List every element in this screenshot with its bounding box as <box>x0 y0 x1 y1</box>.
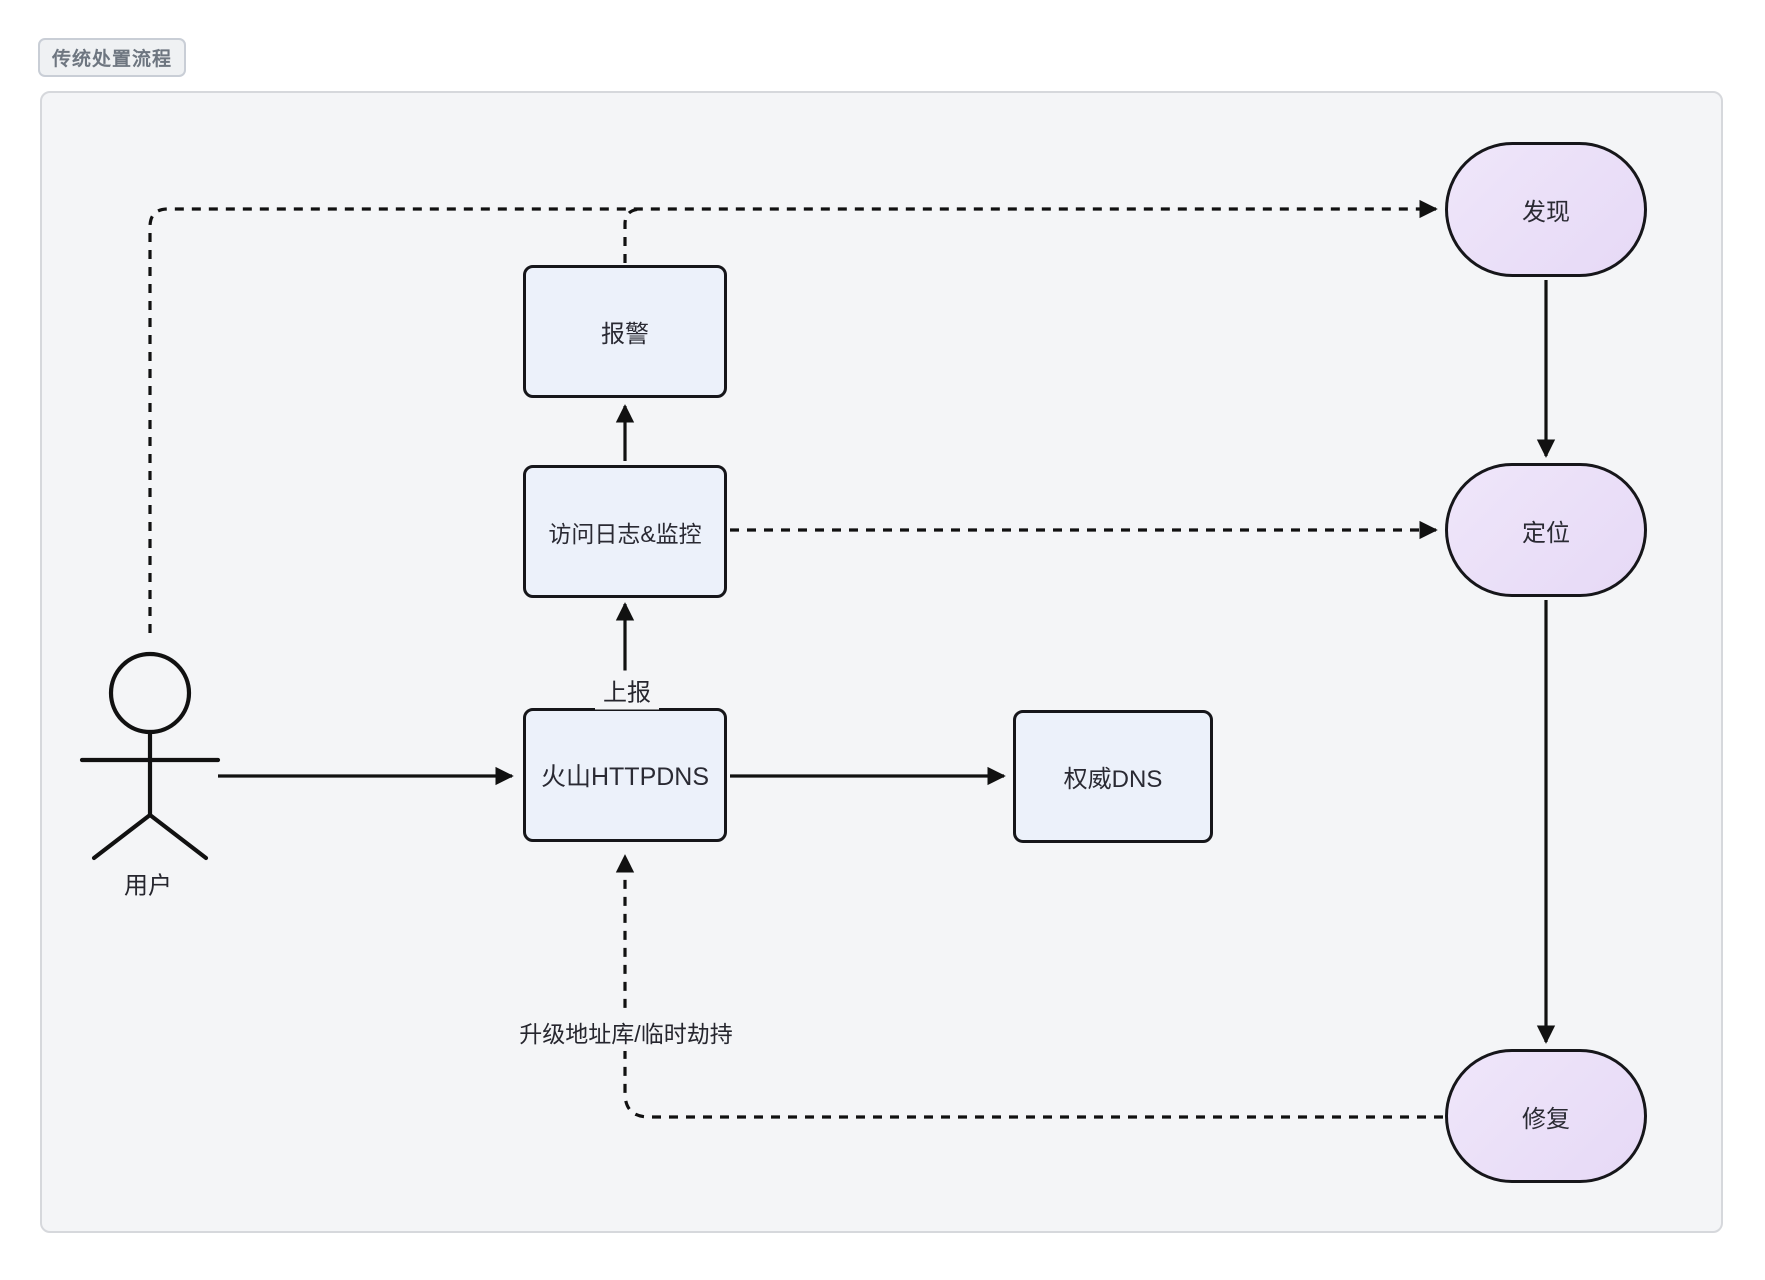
node-fix-label: 修复 <box>1522 1105 1570 1133</box>
node-fix: 修复 <box>1445 1049 1647 1183</box>
edge-label-report: 上报 <box>595 670 659 710</box>
node-discover: 发现 <box>1445 142 1647 277</box>
user-actor-icon <box>79 651 221 861</box>
node-discover-label: 发现 <box>1522 199 1570 226</box>
edge-label-upgrade-hijack: 升级地址库/临时劫持 <box>511 1013 741 1051</box>
node-access-log-monitor: 访问日志&监控 <box>523 465 727 598</box>
actor-label-user: 用户 <box>124 872 172 900</box>
node-authoritative-dns-label: 权威DNS <box>1063 766 1163 793</box>
diagram-panel <box>40 91 1723 1233</box>
node-locate-label: 定位 <box>1522 519 1570 547</box>
edge-fix-to-httpdns <box>615 854 1443 1119</box>
node-volcano-httpdns-label: 火山HTTPDNS <box>540 763 710 791</box>
edge-alarm-to-discover <box>623 207 643 263</box>
node-authoritative-dns: 权威DNS <box>1013 710 1213 843</box>
node-locate: 定位 <box>1445 463 1647 597</box>
title-badge: 传统处置流程 <box>38 38 187 77</box>
node-alarm: 报警 <box>523 265 727 398</box>
node-alarm-label: 报警 <box>601 321 649 348</box>
edge-user-to-discover <box>148 199 1438 633</box>
node-volcano-httpdns: 火山HTTPDNS <box>523 708 727 842</box>
node-access-log-monitor-label: 访问日志&监控 <box>548 520 702 547</box>
